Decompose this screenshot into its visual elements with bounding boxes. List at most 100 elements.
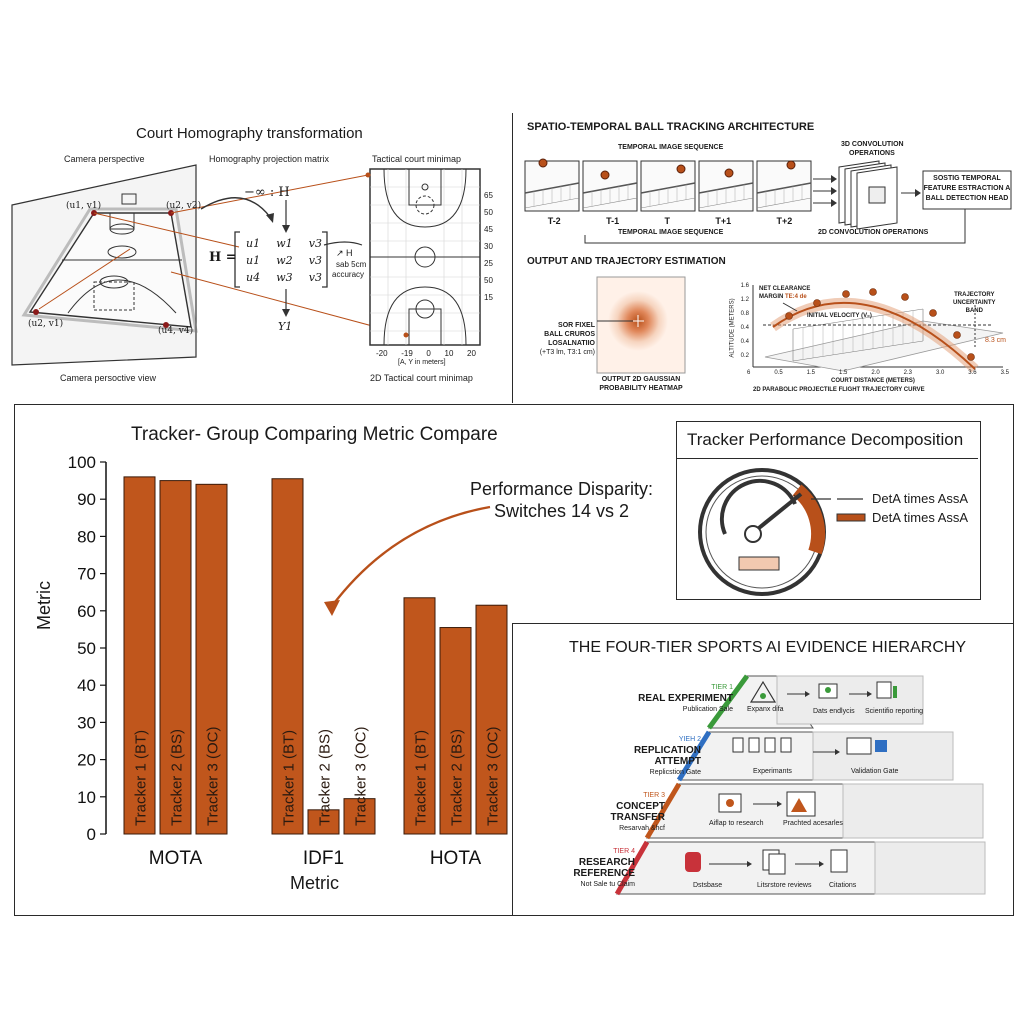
tier-name: REAL EXPERIMENT bbox=[638, 693, 733, 704]
annotation-line: Switches 14 vs 2 bbox=[494, 501, 630, 521]
y-tick-label: 90 bbox=[77, 490, 96, 509]
frame-label: T-1 bbox=[606, 216, 620, 226]
chart-title: Tracker- Group Comparing Metric Compare bbox=[131, 424, 498, 445]
y-tick-label: 100 bbox=[68, 453, 96, 472]
y-tick: 65 bbox=[484, 191, 493, 200]
net-clearance-value: TE:4 de bbox=[785, 294, 807, 300]
bar bbox=[439, 627, 472, 835]
tier-item: Experimants bbox=[753, 768, 792, 775]
matrix-cell: v3 bbox=[308, 237, 322, 250]
y-tick-label: 20 bbox=[77, 751, 96, 770]
net-clearance-label: NET CLEARANCE MARGIN TE:4 de bbox=[759, 285, 810, 301]
frame-thumbnail bbox=[524, 160, 580, 212]
ball-marker bbox=[676, 164, 686, 174]
y-tick-label: 60 bbox=[77, 602, 96, 621]
hierarchy-panel: THE FOUR-TIER SPORTS AI EVIDENCE HIERARC… bbox=[512, 623, 1014, 916]
h-equals-label: H = bbox=[209, 250, 237, 265]
tracking-title: SPATIO-TEMPORAL BALL TRACKING ARCHITECTU… bbox=[527, 121, 815, 133]
y-tick-label: 50 bbox=[77, 639, 96, 658]
head-line: FEATURE ESTRACTION A bbox=[923, 185, 1011, 192]
frame-thumbnail bbox=[582, 160, 638, 212]
sequence-label-bottom: TEMPORAL IMAGE SEQUENCE bbox=[618, 229, 724, 236]
uncertainty-line: BAND bbox=[965, 308, 983, 314]
y-tick-label: 10 bbox=[77, 788, 96, 807]
tier-item: Expanx difa bbox=[747, 706, 784, 713]
y-tick-label: 70 bbox=[77, 565, 96, 584]
y-tick: 30 bbox=[484, 242, 493, 251]
legend-item-1: DetA times AssA bbox=[872, 491, 969, 506]
ball-marker bbox=[724, 168, 734, 178]
decomposition-panel: Tracker Performance Decomposition DetA t… bbox=[676, 421, 981, 600]
x-tick: 3.0 bbox=[935, 370, 945, 376]
tier-tag: TIER 1 bbox=[711, 684, 733, 691]
matrix-cell: u4 bbox=[246, 271, 261, 284]
y-tick-label: 40 bbox=[77, 676, 96, 695]
frame-label: T-2 bbox=[547, 216, 561, 226]
heatmap-caption-line: PROBABILITY HEATMAP bbox=[599, 385, 683, 392]
bar bbox=[403, 597, 436, 835]
band-value: 8.3 cm bbox=[985, 337, 1007, 344]
tier-tag: TIER 4 bbox=[613, 848, 635, 855]
point-tl-label: (u1, v1) bbox=[66, 201, 102, 211]
bar-series-label: Tracker 3 (OC) bbox=[353, 727, 370, 826]
y-tick-label: 30 bbox=[77, 713, 96, 732]
y-tick: 25 bbox=[484, 259, 493, 268]
bar bbox=[159, 480, 192, 835]
accuracy-h: ↗ H bbox=[336, 248, 353, 258]
head-line: BALL DETECTION HEAD bbox=[925, 195, 1009, 202]
tier-sub: Not Sale tu Claim bbox=[580, 881, 635, 888]
category-label: HOTA bbox=[430, 848, 482, 869]
category-label: IDF1 bbox=[303, 848, 344, 869]
tier-tag: TIER 3 bbox=[643, 792, 665, 799]
x-tick: 0.5 bbox=[774, 370, 783, 376]
tier-sub: Replicstion Gate bbox=[649, 769, 701, 776]
matrix-cell: u1 bbox=[246, 254, 261, 267]
y-tick: 50 bbox=[484, 276, 493, 285]
net-clearance-line: NET CLEARANCE bbox=[759, 286, 811, 292]
sequence-label: TEMPORAL IMAGE SEQUENCE bbox=[618, 144, 724, 151]
annotation-line: Performance Disparity: bbox=[470, 479, 654, 499]
tier-name: RESEARCH bbox=[578, 857, 635, 868]
altitude-ticks: 1.6 1.2 0.8 0.4 0.4 0.2 bbox=[735, 279, 749, 363]
x-tick: -19 bbox=[401, 349, 413, 358]
frame-thumbnail bbox=[640, 160, 696, 212]
bar bbox=[307, 809, 340, 835]
gauge bbox=[698, 468, 866, 596]
accuracy-line2: accuracy bbox=[332, 270, 365, 279]
minimap-label: Tactical court minimap bbox=[372, 154, 462, 164]
subpixel-line: LOSALNATIIO bbox=[548, 340, 595, 347]
x-tick: 20 bbox=[467, 349, 476, 358]
ball-marker bbox=[600, 170, 610, 180]
x-tick: 1.5 bbox=[838, 370, 848, 376]
tier-item: Dstsbase bbox=[693, 882, 723, 889]
x-tick: 1.5 bbox=[806, 370, 815, 376]
bar-series-label: Tracker 1 (BT) bbox=[413, 730, 430, 826]
tier-3-label: TIER 3 CONCEPT TRANSFER Resarvah &hcf bbox=[513, 790, 665, 834]
tracking-diagram bbox=[524, 158, 1012, 374]
heatmap-caption-line: OUTPUT 2D GAUSSIAN bbox=[601, 376, 681, 383]
minimap-x-ticks: -20 -19 0 10 20 bbox=[376, 349, 476, 358]
homography-title: Court Homography transformation bbox=[136, 125, 363, 142]
tier-item: Aiflap to research bbox=[709, 820, 764, 827]
y-tick: 1.2 bbox=[740, 297, 749, 303]
bar-series-label: Tracker 2 (BS) bbox=[169, 729, 186, 826]
subpixel-line: SOR FIXEL bbox=[558, 322, 595, 329]
bar bbox=[343, 798, 376, 835]
y-tick: 1.6 bbox=[740, 283, 749, 289]
bar bbox=[271, 478, 304, 835]
matrix-cell: v3 bbox=[308, 254, 322, 267]
tier-sub: Publication Sale bbox=[682, 706, 733, 713]
bar-series-label: Tracker 1 (BT) bbox=[133, 730, 150, 826]
point-bl-label: (u2, v1) bbox=[28, 319, 64, 329]
y-tick: 15 bbox=[484, 293, 493, 302]
tier-item: Prachted acesarles bbox=[783, 820, 843, 827]
tier-name: CONCEPT bbox=[616, 801, 665, 812]
y-tick: 0.4 bbox=[740, 339, 749, 345]
x-tick: 3.5 bbox=[1000, 370, 1009, 376]
bar-series-label: Tracker 2 (BS) bbox=[449, 729, 466, 826]
ball-marker bbox=[538, 158, 548, 168]
frame-thumbnail bbox=[756, 160, 812, 212]
uncertainty-label: TRAJECTORY UNCERTAINTY BAND bbox=[953, 291, 996, 315]
subpixel-line: BALL CRUROS bbox=[544, 331, 595, 338]
y-tick: 0.2 bbox=[740, 353, 749, 359]
